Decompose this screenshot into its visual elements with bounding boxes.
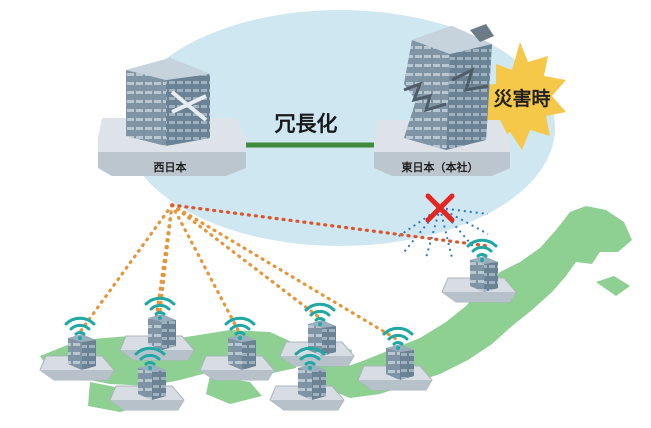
east-datacenter: [374, 24, 510, 176]
office-building-icon: [298, 364, 326, 400]
east-label: 東日本（本社）: [402, 160, 479, 174]
branch-offices: [39, 238, 517, 411]
cross-icon: [425, 193, 455, 223]
office-building-icon: [148, 314, 176, 350]
branch-office: [109, 346, 185, 411]
branch-office: [441, 238, 517, 303]
wifi-icon: [224, 316, 256, 340]
branch-office: [269, 346, 345, 411]
damaged-building-icon: [403, 24, 494, 150]
west-datacenter: [98, 58, 246, 176]
office-building-icon: [386, 344, 414, 380]
wifi-icon: [294, 346, 326, 370]
office-building-icon: [138, 364, 166, 400]
disaster-label: 災害時: [493, 87, 550, 110]
branch-office: [199, 316, 275, 381]
west-label: 西日本: [154, 160, 187, 174]
branch-office: [39, 316, 115, 381]
datacenter-building-icon: [126, 58, 210, 146]
wifi-icon: [134, 346, 166, 370]
branch-office: [357, 326, 433, 391]
wifi-icon: [304, 302, 336, 326]
office-building-icon: [68, 334, 96, 370]
office-building-icon: [470, 256, 498, 292]
wifi-icon: [64, 316, 96, 340]
redundancy-label: 冗長化: [275, 112, 338, 136]
east-connection: [170, 203, 490, 248]
broken-signal: [395, 207, 489, 259]
wifi-icon: [466, 238, 498, 262]
wifi-icon: [382, 326, 414, 350]
office-building-icon: [228, 334, 256, 370]
wifi-icon: [144, 296, 176, 320]
